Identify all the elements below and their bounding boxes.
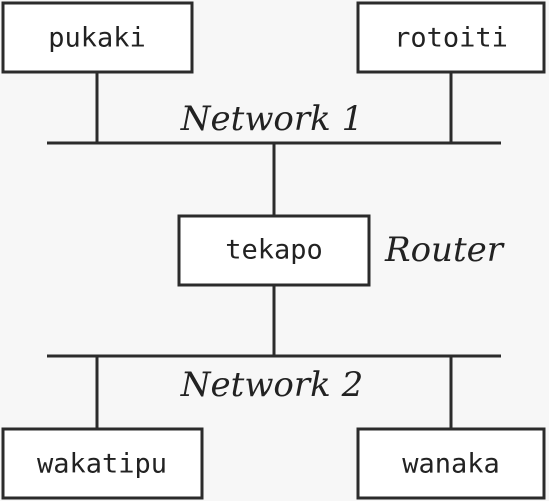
host-rotoiti-box <box>356 1 546 74</box>
router-tekapo-label: tekapo <box>225 235 323 266</box>
host-wanaka: wanaka <box>356 427 546 500</box>
host-pukaki: pukaki <box>1 1 194 74</box>
host-rotoiti-label: rotoiti <box>394 23 508 54</box>
host-wanaka-box <box>356 427 546 500</box>
host-wakatipu-box <box>1 427 204 500</box>
network-1-label: Network 1 <box>180 99 363 139</box>
host-wanaka-label: wanaka <box>402 449 500 480</box>
router-tekapo: tekapo <box>177 214 371 287</box>
host-rotoiti: rotoiti <box>356 1 546 74</box>
host-pukaki-box <box>1 1 194 74</box>
host-pukaki-label: pukaki <box>48 23 146 54</box>
router-tekapo-box <box>177 214 371 287</box>
host-wakatipu: wakatipu <box>1 427 204 500</box>
network-2-label: Network 2 <box>180 365 363 405</box>
router-role-label: Router <box>384 230 505 270</box>
host-wakatipu-label: wakatipu <box>37 449 167 480</box>
